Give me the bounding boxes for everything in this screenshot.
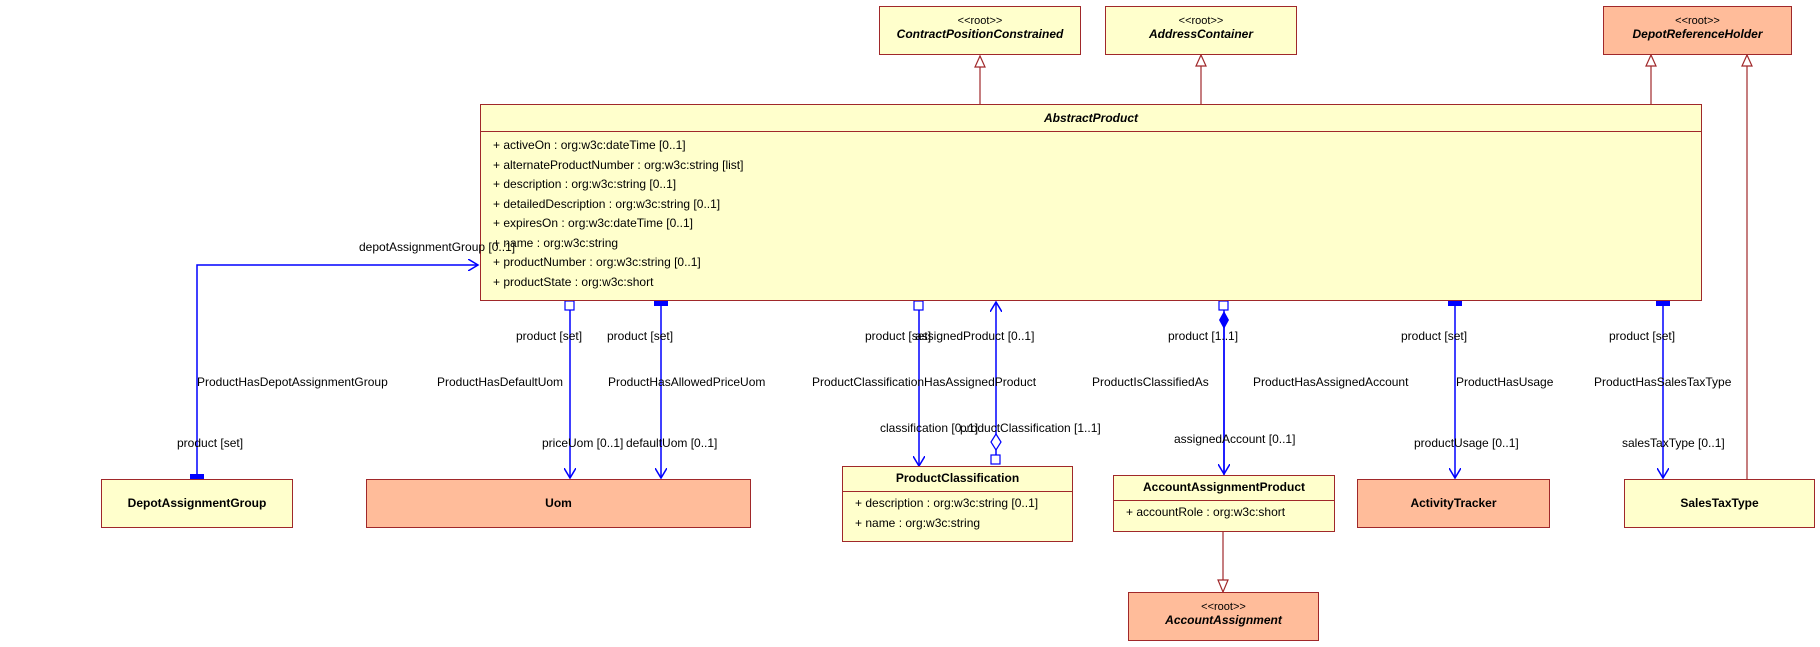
attribute-item: + expiresOn : org:w3c:dateTime [0..1] xyxy=(493,216,693,230)
gen-triangle-depotref-1 xyxy=(1645,53,1657,67)
class-product-classification[interactable]: ProductClassification + description : or… xyxy=(842,466,1073,542)
role-label-sales-tax-type: salesTaxType [0..1] xyxy=(1622,436,1725,450)
gen-triangle-depotref-2 xyxy=(1741,53,1753,67)
role-label-usage-product: product [set] xyxy=(1401,329,1468,343)
role-label-depot-assignment-group: depotAssignmentGroup [0..1] xyxy=(359,240,516,254)
class-name: AddressContainer xyxy=(1148,27,1254,41)
class-uom[interactable]: Uom xyxy=(366,479,751,528)
role-label-classification: classification [0..1] xyxy=(880,421,979,435)
assoc-depot-group-end xyxy=(190,474,204,479)
class-name: ProductClassification xyxy=(895,471,1020,485)
assoc-assigned-account-composition xyxy=(1219,311,1229,329)
class-name: AccountAssignment xyxy=(1165,613,1282,627)
assoc-sales-tax-end xyxy=(1656,301,1670,306)
attribute-item: + activeOn : org:w3c:dateTime [0..1] xyxy=(493,138,686,152)
association-name-allowed-price-uom: ProductHasAllowedPriceUom xyxy=(608,375,766,389)
association-name-usage: ProductHasUsage xyxy=(1456,375,1554,389)
association-name-assigned-account: ProductHasAssignedAccount xyxy=(1253,375,1409,389)
class-depot-assignment-group[interactable]: DepotAssignmentGroup xyxy=(101,479,293,528)
assoc-default-uom-end xyxy=(564,300,575,311)
attribute-item: + accountRole : org:w3c:short xyxy=(1126,505,1286,519)
generalization-lines xyxy=(974,53,1753,594)
assoc-depot-group xyxy=(196,265,478,479)
class-activity-tracker[interactable]: ActivityTracker xyxy=(1357,479,1550,528)
attribute-list: + accountRole : org:w3c:short xyxy=(1114,500,1334,523)
attribute-item: + detailedDescription : org:w3c:string [… xyxy=(493,196,721,211)
association-name-depot-group: ProductHasDepotAssignmentGroup xyxy=(197,375,388,389)
assoc-classification-2-end xyxy=(990,454,1001,465)
class-sales-tax-type[interactable]: SalesTaxType xyxy=(1624,479,1815,528)
class-address-container[interactable]: <<root>> AddressContainer xyxy=(1105,6,1297,55)
attribute-item: + description : org:w3c:string [0..1] xyxy=(855,496,1039,510)
role-label-sales-tax-product: product [set] xyxy=(1609,329,1676,343)
role-label-product-usage: productUsage [0..1] xyxy=(1414,436,1519,450)
stereotype-label: <<root>> xyxy=(1675,15,1720,27)
class-name: ContractPositionConstrained xyxy=(896,27,1064,41)
attribute-item: + productNumber : org:w3c:string [0..1] xyxy=(493,255,701,269)
attribute-item: + name : org:w3c:string xyxy=(493,235,619,250)
association-name-classification-assigned: ProductClassificationHasAssignedProduct xyxy=(812,375,1037,389)
stereotype-label: <<root>> xyxy=(1178,15,1224,27)
class-name: DepotAssignmentGroup xyxy=(127,496,267,510)
stereotype-label: <<root>> xyxy=(1201,601,1246,613)
class-name: Uom xyxy=(545,496,572,510)
attribute-list: + activeOn : org:w3c:dateTime [0..1] + a… xyxy=(481,131,1701,292)
attribute-item: + description : org:w3c:string [0..1] xyxy=(493,177,677,191)
assoc-classification-1-end xyxy=(913,300,924,311)
assoc-allowed-price-uom-end xyxy=(654,301,668,306)
class-name: AbstractProduct xyxy=(1043,111,1138,125)
class-name: ActivityTracker xyxy=(1410,496,1497,510)
attribute-item: + name : org:w3c:string xyxy=(855,515,981,530)
gen-triangle-contractposition xyxy=(974,54,986,68)
role-label-price-uom: priceUom [0..1] xyxy=(542,436,624,450)
association-lines xyxy=(190,265,1670,479)
gen-triangle-addresscontainer xyxy=(1195,53,1207,67)
assoc-classified-as-end xyxy=(1218,300,1229,311)
attribute-list: + description : org:w3c:string [0..1] + … xyxy=(843,491,1072,533)
class-contract-position-constrained[interactable]: <<root>> ContractPositionConstrained xyxy=(879,6,1081,55)
association-name-classified-as: ProductIsClassifiedAs xyxy=(1092,375,1209,389)
role-label-allowed-uom-product: product [set] xyxy=(607,329,674,343)
assoc-usage-end xyxy=(1448,301,1462,306)
association-name-default-uom: ProductHasDefaultUom xyxy=(437,375,564,389)
role-label-assigned-product: assignedProduct [0..1] xyxy=(915,329,1035,343)
class-name: SalesTaxType xyxy=(1680,496,1759,510)
class-abstract-product[interactable]: AbstractProduct + activeOn : org:w3c:dat… xyxy=(480,104,1702,301)
gen-triangle-accountassignment xyxy=(1217,579,1229,594)
class-account-assignment-product[interactable]: AccountAssignmentProduct + accountRole :… xyxy=(1113,475,1335,532)
association-name-sales-tax: ProductHasSalesTaxType xyxy=(1594,375,1732,389)
attribute-item: + productState : org:w3c:short xyxy=(493,274,654,289)
role-label-default-uom-product: product [set] xyxy=(516,329,583,343)
class-depot-reference-holder[interactable]: <<root>> DepotReferenceHolder xyxy=(1603,6,1792,55)
role-label-default-uom: defaultUom [0..1] xyxy=(626,436,718,450)
stereotype-label: <<root>> xyxy=(957,15,1003,27)
role-label-assigned-account: assignedAccount [0..1] xyxy=(1174,432,1296,446)
role-label-classification-product: product [set] xyxy=(865,329,932,343)
role-label-product-classification: productClassification [1..1] xyxy=(960,421,1101,435)
class-name: DepotReferenceHolder xyxy=(1632,27,1763,41)
attribute-item: + alternateProductNumber : org:w3c:strin… xyxy=(493,157,744,172)
class-name: AccountAssignmentProduct xyxy=(1142,480,1305,494)
class-account-assignment[interactable]: <<root>> AccountAssignment xyxy=(1128,592,1319,641)
role-label-classified-as-product: product [1..1] xyxy=(1168,329,1239,343)
assoc-classification-2-aggregation xyxy=(990,432,1002,452)
role-label-depot-group-product: product [set] xyxy=(177,436,244,450)
